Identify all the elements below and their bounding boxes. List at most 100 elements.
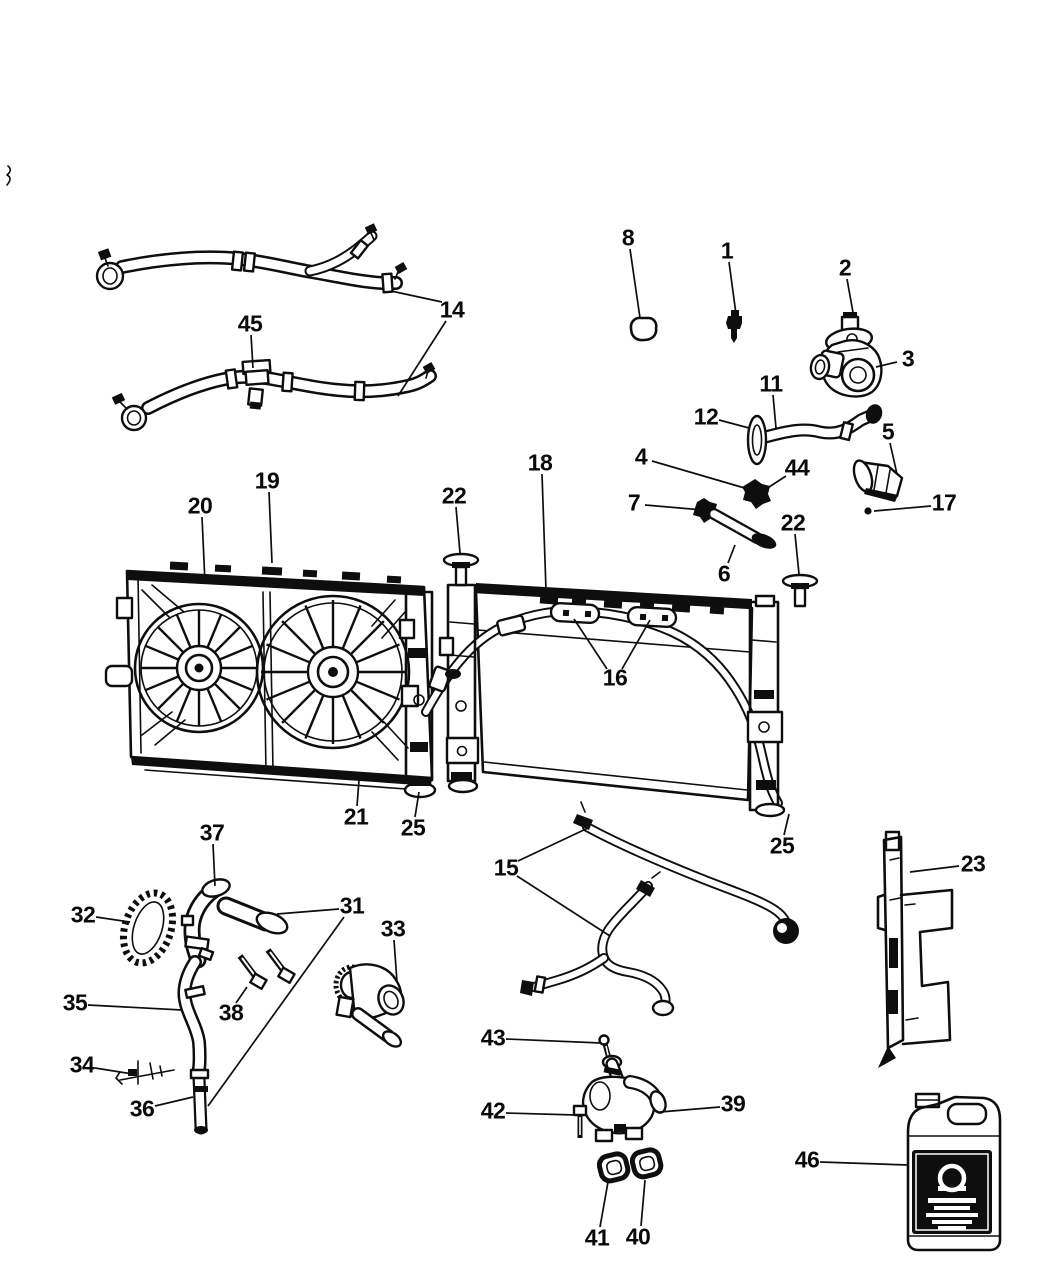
callout-45-13: 45	[237, 310, 263, 337]
leader-line-5	[889, 442, 898, 475]
callout-12-5: 12	[693, 403, 719, 430]
leader-line-40	[640, 1179, 646, 1227]
grommet-8	[629, 316, 658, 342]
leader-line-3	[875, 361, 898, 368]
leader-line-11	[772, 394, 777, 429]
callout-22-16: 22	[441, 482, 467, 509]
thermostat-33	[333, 963, 405, 1048]
callout-4-8: 4	[634, 443, 648, 470]
leader-line-25	[783, 813, 790, 836]
leader-line-15	[516, 875, 611, 937]
callout-38-30: 38	[218, 999, 244, 1026]
leader-line-34	[94, 1067, 134, 1075]
callout-35-29: 35	[62, 989, 88, 1016]
leader-line-36	[154, 1096, 194, 1107]
leader-line-17	[873, 505, 932, 512]
leader-line-32	[95, 916, 131, 923]
callout-22-18: 22	[780, 509, 806, 536]
callout-25-22: 25	[769, 832, 795, 859]
leader-line-7	[644, 504, 704, 511]
leader-line-12	[718, 419, 750, 429]
bolts-38	[237, 948, 296, 991]
leader-line-14	[390, 290, 443, 303]
callout-40-37: 40	[625, 1223, 651, 1250]
leader-line-35	[87, 1004, 183, 1011]
bolt-42	[572, 1104, 588, 1138]
callout-6-11: 6	[717, 560, 731, 587]
callout-39-35: 39	[720, 1090, 746, 1117]
jug-label	[912, 1150, 992, 1234]
lower-radiator-hose	[111, 358, 437, 432]
lower-hose-pair	[520, 801, 799, 1017]
callout-33-28: 33	[380, 915, 406, 942]
plug-1	[726, 310, 742, 343]
gasket-41	[596, 1151, 631, 1184]
leader-line-1	[728, 261, 737, 315]
radiator	[421, 552, 819, 818]
right-fan	[255, 594, 411, 750]
hose-tee-fitting-45	[241, 358, 272, 410]
callout-8-0: 8	[621, 224, 635, 251]
callout-2-2: 2	[838, 254, 852, 281]
leader-line-42	[505, 1112, 577, 1116]
leader-line-8	[629, 248, 641, 319]
radiator-mount-brackets	[549, 602, 678, 628]
leader-line-16	[573, 618, 608, 670]
callout-16-19: 16	[602, 664, 628, 691]
callout-18-17: 18	[527, 449, 553, 476]
leader-line-20	[201, 516, 206, 584]
leader-line-4	[651, 460, 749, 490]
callout-14-12: 14	[439, 296, 465, 323]
leader-line-16	[621, 619, 651, 670]
callout-34-31: 34	[69, 1051, 95, 1078]
fan-side-member	[398, 590, 437, 799]
thermostat-housing	[809, 312, 883, 398]
callout-19-14: 19	[254, 467, 280, 494]
lower-outlet-hose	[177, 955, 210, 1135]
callout-1-1: 1	[720, 237, 734, 264]
fan-module	[104, 561, 437, 799]
outlet-elbow-assembly	[180, 878, 289, 969]
leader-line-22	[794, 533, 800, 575]
leader-line-2	[846, 278, 855, 319]
callout-21-20: 21	[343, 803, 369, 830]
callout-46-38: 46	[794, 1146, 820, 1173]
coolant-jug	[906, 1092, 1002, 1252]
mopar-logo-icon	[937, 1163, 967, 1193]
callout-25-21: 25	[400, 814, 426, 841]
radiator-right-tank	[746, 573, 819, 818]
leader-line-23	[909, 865, 960, 873]
callout-11-4: 11	[759, 370, 783, 397]
inlet-housing-39	[581, 1054, 667, 1143]
clip-34	[115, 1060, 175, 1085]
callout-37-25: 37	[199, 819, 225, 846]
leader-line-22	[455, 506, 461, 554]
leader-line-43	[505, 1038, 602, 1044]
callout-3-3: 3	[901, 345, 915, 372]
leader-line-6	[727, 544, 736, 564]
callout-31-27: 31	[339, 892, 365, 919]
outlet-pipe	[746, 404, 883, 466]
leader-line-15	[517, 827, 589, 862]
elbow-fitting	[852, 459, 904, 502]
radiator-left-tank	[438, 552, 480, 794]
leader-line-21	[356, 779, 360, 807]
callout-23-23: 23	[960, 850, 986, 877]
callout-41-36: 41	[584, 1224, 610, 1251]
callout-7-9: 7	[627, 489, 641, 516]
clamp-44	[742, 479, 771, 509]
leader-line-45	[250, 334, 254, 369]
callout-42-34: 42	[480, 1097, 506, 1124]
leader-line-31	[276, 908, 340, 915]
leader-line-14	[397, 320, 447, 397]
callout-32-26: 32	[70, 901, 96, 928]
leader-line-19	[268, 491, 273, 564]
gasket-40	[629, 1147, 664, 1180]
margin-artifact	[6, 165, 12, 186]
leader-line-25	[414, 791, 420, 818]
leader-line-44	[765, 475, 787, 490]
radiator-cap-left	[442, 552, 480, 587]
